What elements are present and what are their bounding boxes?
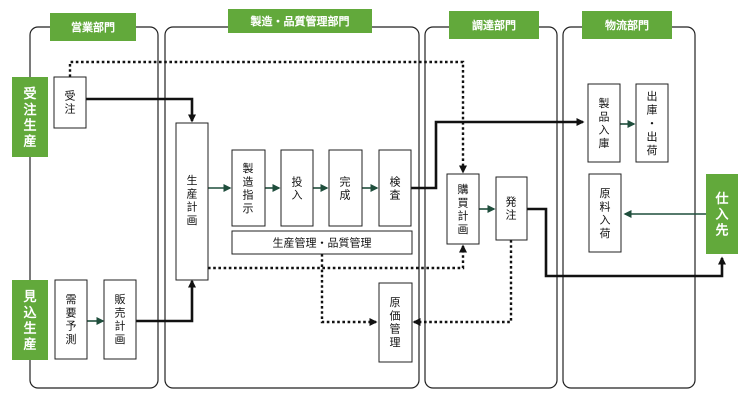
arrow-sales-to-plan bbox=[136, 279, 196, 323]
arrow-inspection-to-receipt bbox=[411, 118, 585, 190]
dotted-plan-to-purchase bbox=[208, 244, 467, 270]
manufacturing-instruction-text: 製造指示 bbox=[243, 161, 254, 215]
purchase-order-text: 発注 bbox=[506, 194, 517, 221]
arrow-order-to-plan bbox=[86, 97, 196, 123]
inspection-box: 検査 bbox=[378, 149, 412, 227]
manufacturing-dept-title: 製造・品質管理部門 bbox=[250, 14, 350, 28]
demand-forecast-text: 需要予測 bbox=[66, 293, 77, 346]
production-quality-box: 生産管理・品質管理 bbox=[231, 230, 413, 255]
inspection-text: 検査 bbox=[390, 174, 401, 201]
logistics-dept-panel bbox=[562, 26, 696, 389]
flow-arrows bbox=[68, 60, 726, 326]
purchase-order-box: 発注 bbox=[495, 176, 528, 241]
logistics-dept-header: 物流部門 bbox=[582, 11, 672, 39]
dotted-order-to-cost bbox=[412, 240, 513, 326]
sales-plan-box: 販売計画 bbox=[103, 279, 137, 360]
material-receipt-text: 原料入荷 bbox=[600, 187, 611, 240]
sales-dept-header: 営業部門 bbox=[50, 13, 136, 41]
material-receipt-box: 原料入荷 bbox=[588, 173, 622, 253]
manufacturing-instruction-box: 製造指示 bbox=[231, 149, 266, 227]
procurement-dept-title: 調達部門 bbox=[472, 18, 516, 32]
logistics-dept-title: 物流部門 bbox=[605, 18, 649, 32]
supplier-label: 仕入先 bbox=[706, 174, 738, 254]
manufacturing-dept-header: 製造・品質管理部門 bbox=[228, 9, 372, 33]
procurement-dept-header: 調達部門 bbox=[449, 11, 539, 39]
production-quality-text: 生産管理・品質管理 bbox=[273, 236, 372, 250]
order-text: 受注 bbox=[65, 89, 76, 115]
order-box: 受注 bbox=[53, 76, 87, 129]
completion-text: 完成 bbox=[340, 174, 351, 201]
procurement-dept-panel bbox=[424, 26, 558, 389]
purchase-plan-text: 購買計画 bbox=[458, 182, 469, 236]
dotted-quality-to-cost bbox=[320, 254, 378, 326]
shipping-text: 出庫・出荷 bbox=[647, 89, 658, 157]
forecast-production-label: 見込生産 bbox=[12, 280, 48, 360]
production-plan-text: 生産計画 bbox=[187, 173, 198, 227]
dotted-order-to-purchase bbox=[68, 60, 467, 174]
purchase-plan-box: 購買計画 bbox=[446, 173, 480, 245]
input-box: 投入 bbox=[280, 149, 314, 227]
forecast-production-text: 見込生産 bbox=[22, 290, 37, 353]
sales-dept-panel bbox=[29, 26, 159, 389]
cost-management-box: 原価管理 bbox=[378, 282, 413, 363]
sales-plan-text: 販売計画 bbox=[115, 293, 126, 346]
product-receipt-text: 製品入庫 bbox=[599, 96, 610, 150]
order-production-label: 受注生産 bbox=[12, 77, 48, 157]
product-receipt-box: 製品入庫 bbox=[587, 83, 621, 163]
arrow-order-to-supplier bbox=[527, 207, 726, 278]
shipping-box: 出庫・出荷 bbox=[635, 83, 669, 163]
order-production-text: 受注生産 bbox=[23, 86, 36, 150]
sales-dept-title: 営業部門 bbox=[71, 20, 115, 34]
input-text: 投入 bbox=[292, 174, 303, 201]
supplier-text: 仕入先 bbox=[714, 191, 728, 239]
cost-management-text: 原価管理 bbox=[390, 296, 401, 349]
demand-forecast-box: 需要予測 bbox=[54, 279, 88, 360]
completion-box: 完成 bbox=[328, 149, 363, 227]
production-plan-box: 生産計画 bbox=[175, 122, 209, 281]
